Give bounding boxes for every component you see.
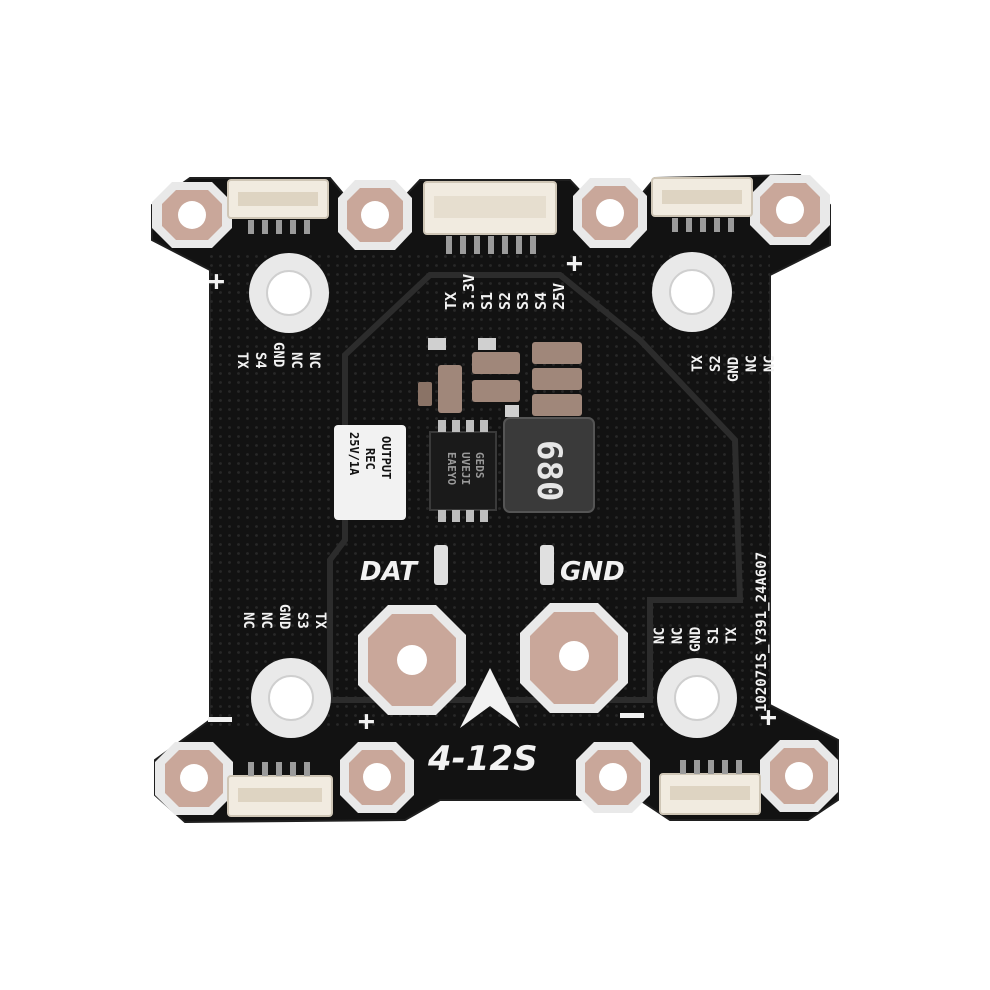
power-pad-left	[358, 605, 466, 715]
dat-label: DAT	[360, 557, 419, 587]
plus-marker-bottom-left: +	[358, 704, 375, 737]
mount-pad-bottom-mid-right	[576, 742, 650, 813]
smd-capacitors	[418, 338, 582, 417]
mount-pad-bottom-right	[760, 740, 838, 812]
connector-bottom-right	[659, 760, 761, 815]
signal-pad-gnd	[540, 545, 554, 585]
pin-label-left-bottom-2: NC	[258, 612, 274, 629]
mount-pad-bottom-left	[155, 742, 233, 815]
pin-label-right-bottom-5: TX	[724, 627, 740, 644]
pin-label-top-7: 25V	[550, 283, 568, 310]
connector-bottom-left	[227, 762, 333, 817]
arrow-logo	[460, 668, 520, 728]
pin-label-right-top-5: NC	[762, 355, 778, 372]
pin-label-top-4: S2	[496, 292, 514, 310]
power-pad-right	[520, 603, 628, 713]
pin-label-right-bottom-4: S1	[706, 627, 722, 644]
motor-hole-top-left	[249, 253, 329, 333]
pin-label-left-top-1: TX	[234, 352, 250, 369]
pin-label-top-3: S1	[478, 292, 496, 310]
minus-marker-right	[620, 713, 644, 718]
minus-marker-left	[208, 717, 232, 722]
plus-marker-top-left: +	[208, 264, 225, 297]
pin-label-left-top-2: S4	[252, 352, 268, 369]
serial-label: 102071S_Y391_24A607	[754, 552, 770, 712]
connector-top-right	[651, 177, 753, 232]
chip-marking-1: EAEYO	[445, 452, 458, 485]
pin-label-right-bottom-3: GND	[688, 627, 704, 652]
gnd-label: GND	[560, 557, 625, 587]
motor-hole-top-right	[652, 252, 732, 332]
model-label: 4-12S	[427, 739, 538, 779]
pin-label-left-top-4: NC	[288, 352, 304, 369]
power-label-line-2: REC	[363, 448, 377, 470]
mount-pad-top-right	[750, 175, 830, 245]
pin-label-right-bottom-1: NC	[652, 627, 668, 644]
inductor-marking: 680	[529, 440, 569, 501]
pin-label-left-top-3: GND	[270, 342, 286, 367]
connector-top-center	[423, 181, 557, 254]
plus-marker-bottom-right: +	[760, 700, 777, 733]
power-label-line-3: OUTPUT	[379, 436, 393, 479]
signal-pad-dat	[434, 545, 448, 585]
chip-marking-3: GEDS	[473, 452, 486, 479]
trace-outline	[327, 272, 744, 703]
pin-label-top-5: S3	[514, 292, 532, 310]
inductor: 680	[503, 417, 595, 513]
pin-label-left-top-5: NC	[306, 352, 322, 369]
motor-hole-bottom-left	[251, 658, 331, 738]
power-label-box: 25V/1A REC OUTPUT	[334, 425, 406, 520]
pin-label-left-bottom-3: GND	[276, 604, 292, 629]
pin-label-right-top-3: GND	[726, 357, 742, 382]
pin-label-left-bottom-1: NC	[240, 612, 256, 629]
pin-label-right-bottom-2: NC	[670, 627, 686, 644]
pin-label-right-top-4: NC	[744, 355, 760, 372]
plus-marker-top-center: +	[566, 246, 583, 279]
connector-top-left	[227, 179, 329, 234]
mount-pad-top-mid-left	[338, 180, 412, 250]
pin-label-top-1: TX	[442, 292, 460, 310]
mount-pad-top-left	[152, 182, 232, 248]
pin-label-top-6: S4	[532, 292, 550, 310]
mount-pad-top-mid-right	[573, 178, 647, 248]
pin-label-right-top-1: TX	[690, 355, 706, 372]
pin-label-left-bottom-5: TX	[312, 612, 328, 629]
regulator-chip: EAEYO UVEJI GEDS	[429, 420, 497, 522]
pin-label-top-2: 3.3V	[460, 274, 478, 310]
mount-pad-bottom-mid-left	[340, 742, 414, 813]
pin-label-left-bottom-4: S3	[294, 612, 310, 629]
pin-label-right-top-2: S2	[708, 355, 724, 372]
motor-hole-bottom-right	[657, 658, 737, 738]
chip-marking-2: UVEJI	[459, 452, 472, 485]
power-label-line-1: 25V/1A	[347, 432, 361, 476]
